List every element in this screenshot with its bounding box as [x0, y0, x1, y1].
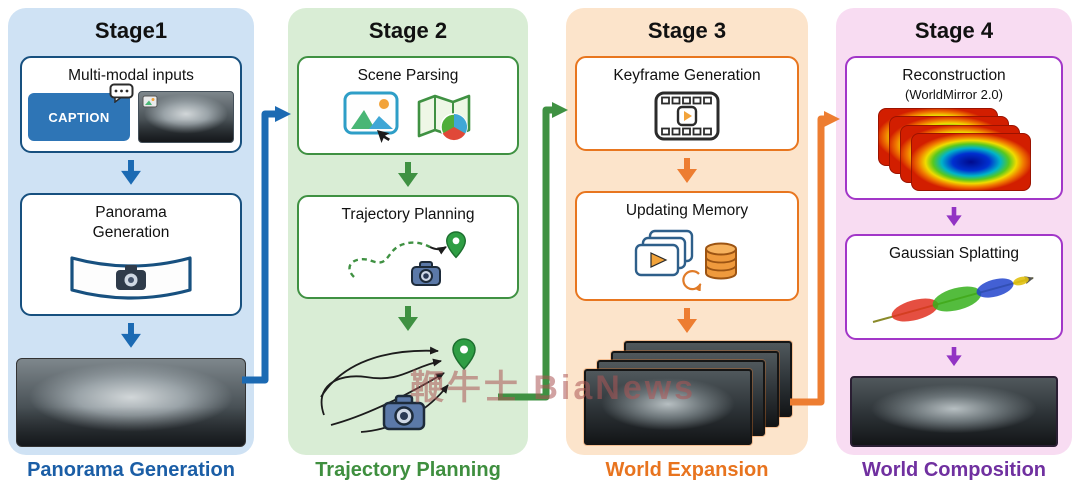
refresh-arrow-icon [682, 269, 702, 291]
stage3-caption: World Expansion [605, 459, 769, 481]
multimodal-inputs-box: Multi-modal inputs CAPTION [20, 56, 242, 154]
inputs-row: CAPTION [28, 83, 234, 144]
keyframe-generation-title: Keyframe Generation [613, 67, 761, 84]
depth-heatmap [911, 133, 1031, 192]
location-pin-icon [445, 231, 467, 259]
panorama-generation-box: Panorama Generation [20, 193, 242, 316]
panorama-generation-title: Panorama Generation [92, 204, 170, 241]
stage2-panel: Stage 2 Scene Parsing [288, 8, 528, 455]
scene-parsing-box: Scene Parsing [297, 56, 519, 156]
stage1-panel: Stage1 Multi-modal inputs CAPTION [8, 8, 254, 455]
caption-input-chip: CAPTION [28, 83, 134, 142]
camera-icon [382, 394, 425, 430]
panorama-camera-icon [70, 256, 192, 300]
database-icon [705, 242, 737, 280]
trajectory-planning-box: Trajectory Planning [297, 195, 519, 299]
stage3-title: Stage 3 [647, 18, 727, 43]
trajectory-candidates-graphic [319, 337, 476, 433]
down-arrow-icon [121, 160, 141, 186]
caption-chip-label: CAPTION [48, 109, 110, 125]
down-arrow-icon [946, 346, 962, 366]
updating-memory-title: Updating Memory [625, 202, 749, 220]
film-strip-icon [654, 91, 720, 141]
composed-world-image [850, 375, 1058, 448]
down-arrow-icon [677, 307, 697, 333]
updating-memory-box: Updating Memory [575, 191, 799, 301]
stage4-caption: World Composition [861, 459, 1047, 481]
speech-bubble-icon [109, 83, 134, 104]
down-arrow-icon [121, 322, 141, 348]
memory-frames-database-icon [634, 229, 737, 291]
scene-parsing-title: Scene Parsing [357, 67, 459, 84]
heatmap-stack [878, 108, 1031, 192]
stage1-title: Stage1 [94, 18, 168, 43]
stage3-panel: Stage 3 Keyframe Generation Updating Mem… [566, 8, 808, 455]
location-pin-icon [451, 337, 476, 370]
down-arrow-icon [677, 158, 697, 184]
down-arrow-icon [946, 207, 962, 227]
trajectory-path-icon [348, 231, 467, 286]
reconstruction-box: Reconstruction (WorldMirror 2.0) [845, 56, 1063, 201]
down-arrow-icon [398, 305, 418, 331]
picture-icon [343, 91, 399, 144]
scene-parsing-icons [343, 91, 473, 145]
camera-icon [411, 260, 441, 286]
expanded-frames-stack [584, 340, 792, 445]
gaussian-splatting-title: Gaussian Splatting [888, 245, 1020, 263]
stage4-title: Stage 4 [914, 18, 994, 43]
down-arrow-icon [398, 162, 418, 188]
stage4-panel: Stage 4 Reconstruction (WorldMirror 2.0)… [836, 8, 1072, 455]
frame-image [584, 368, 752, 445]
gaussian-splats-icon [872, 275, 1034, 323]
stage1-caption: Panorama Generation [27, 459, 235, 481]
keyframe-generation-box: Keyframe Generation [575, 56, 799, 152]
map-icon [417, 95, 471, 142]
multimodal-inputs-title: Multi-modal inputs [68, 67, 194, 84]
gaussian-splatting-box: Gaussian Splatting [845, 234, 1063, 340]
stage2-title: Stage 2 [368, 18, 448, 43]
reconstruction-title: Reconstruction [902, 67, 1006, 84]
panorama-image [16, 357, 246, 448]
image-badge-icon [142, 95, 158, 108]
trajectory-planning-title: Trajectory Planning [341, 206, 475, 224]
reconstruction-subtitle: (WorldMirror 2.0) [905, 87, 1003, 103]
stage2-caption: Trajectory Planning [315, 459, 501, 481]
input-image-thumbnail [138, 91, 234, 144]
